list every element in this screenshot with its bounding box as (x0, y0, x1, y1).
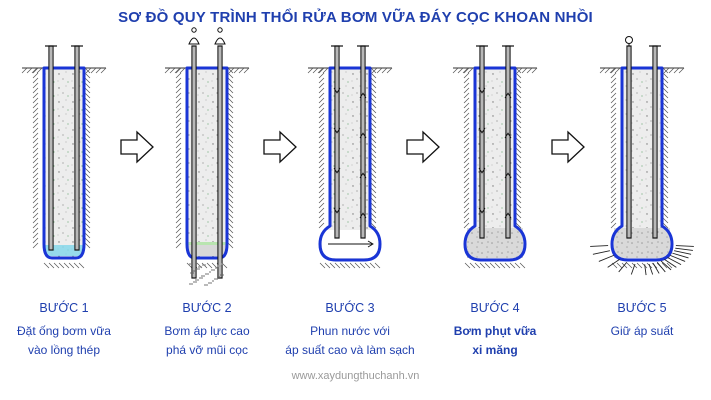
grout-zone (467, 228, 523, 258)
pile-step-5 (590, 36, 694, 276)
pile-concrete (187, 68, 227, 258)
flow-arrow (333, 167, 341, 174)
pressure-ray (607, 258, 620, 268)
step-3-description: Phun nước với áp suất cao và làm sạch (270, 322, 430, 360)
step-desc-line1: Phun nước với (310, 324, 390, 338)
flow-arrow (333, 207, 341, 214)
step-4-description: Bơm phụt vữa xi măng (415, 322, 575, 360)
flow-arrow (504, 132, 512, 139)
flow-arrow (359, 172, 367, 179)
pressure-ray (675, 247, 693, 251)
step-3-label: BƯỚC 3 (325, 301, 375, 315)
flow-arrow (359, 92, 367, 99)
grout-zone (614, 228, 670, 258)
step-2-description: Bơm áp lực cao phá vỡ mũi cọc (127, 322, 287, 360)
broken-tip-zone (188, 242, 226, 256)
step-5-description: Giữ áp suất (562, 322, 711, 341)
pressure-ray (667, 257, 682, 265)
pressure-ray (670, 254, 686, 262)
diagram-title: SƠ ĐỒ QUY TRÌNH THỔI RỬA BƠM VỮA ĐÁY CỌC… (118, 9, 593, 26)
step-desc-line2: vào lồng thép (27, 343, 101, 357)
arrow-right-icon (120, 130, 154, 164)
pressure-gauge-icon (625, 36, 633, 44)
step-4-label: BƯỚC 4 (470, 301, 520, 315)
arrow-right-icon (263, 130, 297, 164)
pile-step-4 (452, 45, 538, 269)
step-desc-line2: áp suất cao và làm sạch (285, 343, 415, 357)
pressure-gauge-icon (188, 37, 200, 45)
step-desc-line1: Bơm áp lực cao (164, 324, 250, 338)
water-zone (45, 245, 83, 256)
pressure-ray (648, 263, 654, 275)
pile-outline (318, 66, 382, 262)
flow-arrow (359, 212, 367, 219)
pressure-gauge-icon (214, 37, 226, 45)
pressure-ray (660, 260, 672, 271)
pressure-ray (656, 261, 666, 273)
arrow-right-icon (406, 130, 440, 164)
pressure-ray (652, 263, 660, 274)
pressure-ray (598, 254, 614, 262)
flow-arrow (333, 87, 341, 94)
pile-step-3 (307, 45, 393, 269)
flow-arrow (504, 92, 512, 99)
pile-outline (42, 66, 86, 260)
step-1-description: Đặt ống bơm vữa vào lồng thép (0, 322, 144, 360)
step-1-label: BƯỚC 1 (39, 301, 89, 315)
flow-arrow (504, 212, 512, 219)
flow-arrow (478, 167, 486, 174)
pressure-ray (644, 264, 647, 276)
pile-outline (610, 66, 674, 262)
flow-arrow (478, 127, 486, 134)
step-desc-line1: Giữ áp suất (610, 324, 674, 338)
pressure-ray (592, 250, 610, 255)
website-url: www.xaydungthuchanh.vn (291, 370, 420, 382)
pressure-ray (630, 263, 636, 275)
pile-outline (463, 66, 527, 262)
pile-concrete (44, 68, 84, 258)
pressure-ray (618, 261, 628, 273)
step-5-label: BƯỚC 5 (617, 301, 667, 315)
pressure-ray (674, 250, 692, 255)
flow-arrow (478, 87, 486, 94)
step-2-label: BƯỚC 2 (182, 301, 232, 315)
pressure-ray (590, 245, 609, 247)
pressure-ray (664, 258, 677, 268)
step-desc-line2: phá vỡ mũi cọc (166, 343, 248, 357)
step-desc-line2: xi măng (472, 343, 518, 357)
pile-step-1 (21, 45, 107, 269)
pile-step-2 (164, 27, 250, 286)
arrow-right-icon (551, 130, 585, 164)
flow-arrow (478, 207, 486, 214)
pressure-ray (672, 252, 689, 259)
flow-arrow (333, 127, 341, 134)
pressure-ray (675, 245, 694, 247)
step-desc-line1: Bơm phụt vữa (453, 324, 537, 338)
flow-arrow (504, 172, 512, 179)
step-desc-line1: Đặt ống bơm vữa (17, 324, 111, 338)
flow-arrow (359, 132, 367, 139)
